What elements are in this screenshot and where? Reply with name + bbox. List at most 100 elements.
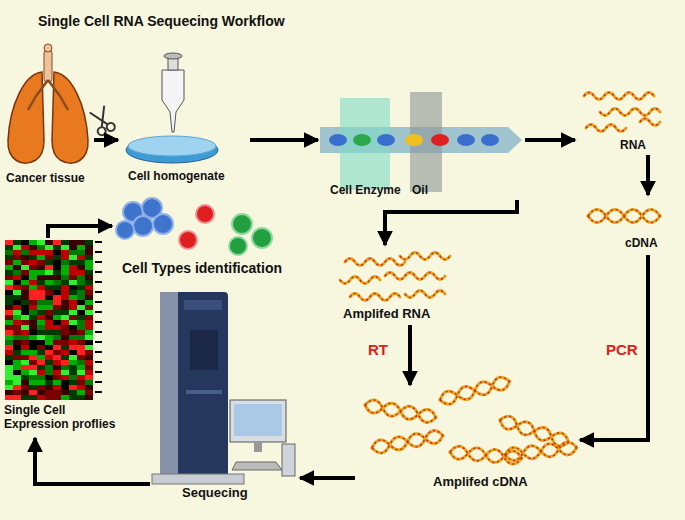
heatmap-cell <box>69 290 77 295</box>
illustration-node: Cell homogenate <box>118 48 250 188</box>
heatmap-cell <box>21 270 29 275</box>
sequencer-machine-part <box>230 400 286 442</box>
heatmap-cell <box>13 380 21 385</box>
heatmap-cell <box>77 340 85 345</box>
heatmap-cell <box>53 260 61 265</box>
heatmap-cell <box>61 365 69 370</box>
heatmap-cell <box>13 355 21 360</box>
heatmap-cell <box>37 325 45 330</box>
heatmap-cell <box>77 260 85 265</box>
heatmap-cell <box>61 325 69 330</box>
cell-clusters-part <box>179 231 197 249</box>
sequencer-machine-part <box>254 442 262 452</box>
heatmap-cell <box>21 255 29 260</box>
heatmap-cell <box>45 355 53 360</box>
heatmap-cell <box>21 305 29 310</box>
heatmap-cell <box>37 375 45 380</box>
heatmap-cell <box>37 320 45 325</box>
heatmap-cell <box>69 330 77 335</box>
node-caption: RNA <box>620 139 668 153</box>
heatmap-cell <box>61 395 69 400</box>
heatmap-cell <box>13 275 21 280</box>
sequencer-machine-part <box>152 474 244 484</box>
heatmap-cell <box>21 250 29 255</box>
heatmap-cell <box>85 250 93 255</box>
heatmap-cell <box>5 290 13 295</box>
heatmap-cell <box>77 250 85 255</box>
heatmap-cell <box>13 325 21 330</box>
heatmap-cell <box>37 360 45 365</box>
microfluidic-chip-part <box>377 134 395 146</box>
heatmap-cell <box>21 275 29 280</box>
heatmap-cell <box>37 255 45 260</box>
heatmap-tick <box>95 381 102 383</box>
heatmap-cell <box>5 385 13 390</box>
illustration-node: Cell EnzymeOil <box>318 88 525 200</box>
heatmap-cell <box>45 265 53 270</box>
heatmap-cell <box>53 270 61 275</box>
heatmap-cell <box>53 385 61 390</box>
heatmap-cell <box>61 310 69 315</box>
heatmap-cell <box>85 340 93 345</box>
illustration-node: Amplifed cDNA <box>355 385 580 497</box>
heatmap-cell <box>37 260 45 265</box>
heatmap-cell <box>45 390 53 395</box>
heatmap-cell <box>13 295 21 300</box>
heatmap-cell <box>85 385 93 390</box>
heatmap-cell <box>77 380 85 385</box>
heatmap-cell <box>5 245 13 250</box>
heatmap-cell <box>61 315 69 320</box>
heatmap-cell <box>85 310 93 315</box>
cell-clusters-part <box>196 205 214 223</box>
heatmap-cell <box>77 255 85 260</box>
heatmap-cell <box>61 330 69 335</box>
heatmap-cell <box>45 325 53 330</box>
cell-clusters-part <box>252 228 272 248</box>
heatmap-cell <box>53 285 61 290</box>
heatmap-cell <box>29 280 37 285</box>
microfluidic-chip-part <box>431 134 449 146</box>
heatmap-cell <box>69 375 77 380</box>
heatmap-cell <box>37 305 45 310</box>
heatmap-cell <box>53 390 61 395</box>
heatmap-cell <box>53 375 61 380</box>
edge-label: PCR <box>606 341 638 358</box>
heatmap-cell <box>45 240 53 245</box>
node-caption: Cell Enzyme <box>330 184 420 198</box>
heatmap-cell <box>13 345 21 350</box>
heatmap-cell <box>77 240 85 245</box>
heatmap-cell <box>5 270 13 275</box>
heatmap-cell <box>85 300 93 305</box>
heatmap-cell <box>53 310 61 315</box>
heatmap-cell <box>5 285 13 290</box>
heatmap-cell <box>53 245 61 250</box>
heatmap-cell <box>21 385 29 390</box>
heatmap-cell <box>29 325 37 330</box>
heatmap-cell <box>29 300 37 305</box>
heatmap-cell <box>29 395 37 400</box>
heatmap-cell <box>13 265 21 270</box>
lung-illustration-part <box>28 80 68 110</box>
heatmap-tick <box>95 271 102 273</box>
node-caption: Cell Types identification <box>122 260 296 276</box>
flow-arrow <box>250 138 318 142</box>
heatmap-cell <box>5 365 13 370</box>
heatmap-cell <box>45 395 53 400</box>
heatmap-cell <box>77 395 85 400</box>
heatmap-cell <box>69 385 77 390</box>
heatmap-cell <box>53 370 61 375</box>
heatmap-cell <box>61 355 69 360</box>
heatmap-cell <box>37 300 45 305</box>
heatmap-cell <box>85 280 93 285</box>
heatmap-cell <box>61 345 69 350</box>
node-caption: Single Cell Expression proflies <box>4 404 124 432</box>
heatmap-cell <box>37 340 45 345</box>
heatmap-cell <box>45 295 53 300</box>
heatmap-cell <box>37 245 45 250</box>
sequencer-machine-part <box>160 292 228 478</box>
heatmap-cell <box>5 375 13 380</box>
heatmap-cell <box>61 360 69 365</box>
flow-arrow <box>35 438 150 484</box>
heatmap-cell <box>21 295 29 300</box>
heatmap-cell <box>45 305 53 310</box>
